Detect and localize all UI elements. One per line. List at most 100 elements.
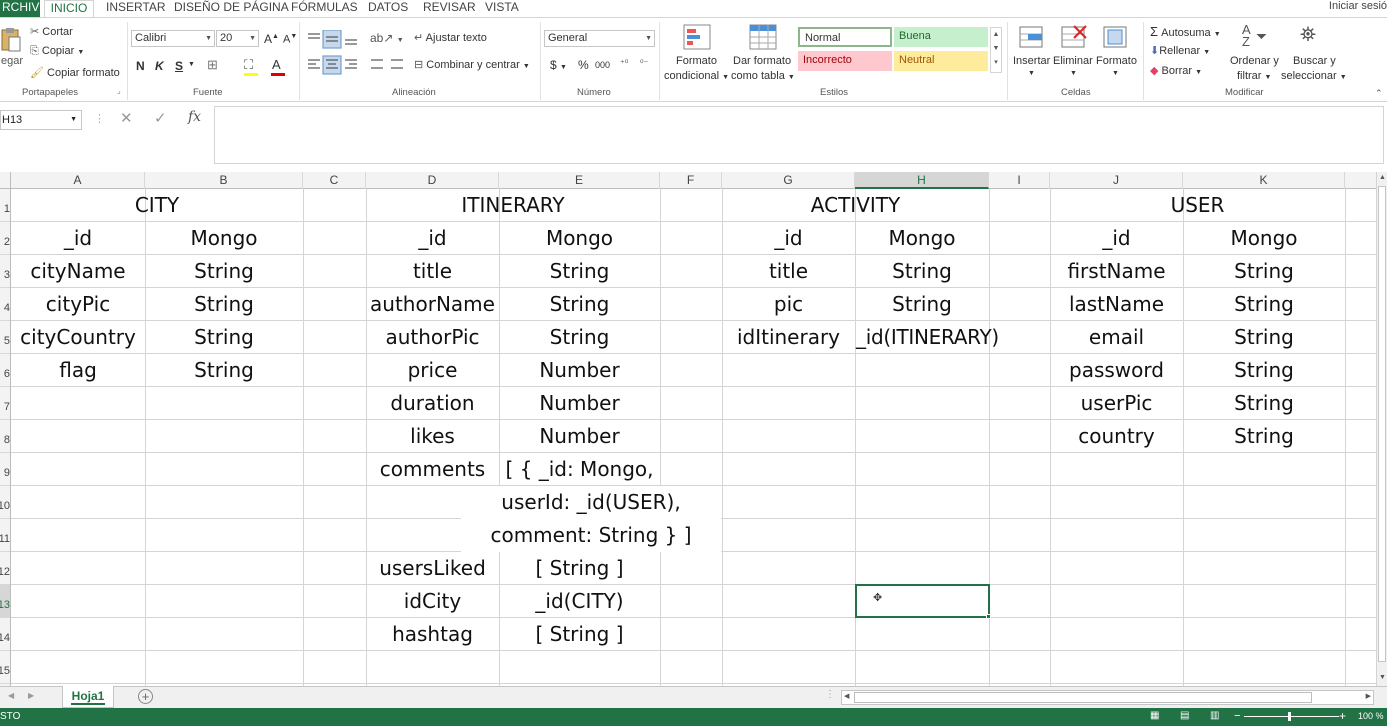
user-field[interactable]: password: [1069, 358, 1164, 382]
number-format-select[interactable]: General▼: [544, 30, 655, 47]
row-header[interactable]: 6: [0, 354, 10, 387]
user-field[interactable]: userPic: [1080, 391, 1153, 415]
style-good[interactable]: Buena: [894, 27, 988, 47]
user-type[interactable]: String: [1234, 424, 1294, 448]
activity-field[interactable]: _id: [774, 226, 803, 250]
column-header-j[interactable]: J: [1050, 172, 1183, 189]
itinerary-type[interactable]: Mongo: [545, 226, 614, 250]
city-type[interactable]: String: [194, 358, 254, 382]
city-field[interactable]: cityName: [30, 259, 126, 283]
row-header[interactable]: 13: [0, 585, 10, 618]
fill-button[interactable]: ⬇Rellenar ▼: [1150, 45, 1211, 57]
itinerary-title[interactable]: ITINERARY: [461, 193, 565, 217]
city-field[interactable]: _id: [63, 226, 93, 250]
tab-insert[interactable]: INSERTAR: [106, 0, 166, 14]
itinerary-type[interactable]: _id(CITY): [535, 589, 624, 613]
cond-format-label-1[interactable]: Formato: [676, 55, 717, 67]
styles-scroll[interactable]: ▲▼▾: [990, 27, 1002, 73]
column-header-i[interactable]: I: [989, 172, 1050, 189]
vertical-scrollbar[interactable]: ▲ ▼: [1376, 172, 1387, 686]
row-header[interactable]: 4: [0, 288, 10, 321]
column-header-f[interactable]: F: [660, 172, 722, 189]
tab-view[interactable]: VISTA: [485, 0, 519, 14]
itinerary-type-continued[interactable]: userId: _id(USER),: [461, 486, 721, 519]
itinerary-field[interactable]: idCity: [403, 589, 462, 613]
itinerary-type[interactable]: String: [549, 259, 610, 283]
prev-sheet-icon[interactable]: ◀: [8, 691, 15, 700]
borders-icon[interactable]: ⊞: [207, 57, 218, 72]
scroll-left-icon[interactable]: ◀: [844, 693, 850, 700]
normal-view-icon[interactable]: ▦: [1150, 710, 1160, 721]
collapse-ribbon-icon[interactable]: ⌃: [1375, 88, 1383, 98]
font-size-select[interactable]: 20▼: [216, 30, 259, 47]
row-header[interactable]: 12: [0, 552, 10, 585]
row-header[interactable]: 9: [0, 453, 10, 486]
style-normal[interactable]: Normal: [798, 27, 892, 47]
city-type[interactable]: String: [194, 292, 254, 316]
activity-type[interactable]: Mongo: [888, 226, 956, 250]
increase-decimal-icon[interactable]: ⁺⁰: [620, 58, 629, 68]
itinerary-type[interactable]: [ { _id: Mongo,: [505, 457, 654, 481]
orientation-icon[interactable]: ab↗ ▼: [370, 31, 404, 45]
zoom-out-icon[interactable]: −: [1234, 710, 1241, 722]
cancel-icon[interactable]: ✕: [120, 110, 133, 127]
sign-in-link[interactable]: Iniciar sesió: [1328, 0, 1387, 12]
tab-page-layout[interactable]: DISEÑO DE PÁGINA: [174, 0, 289, 14]
select-all-corner[interactable]: [0, 172, 11, 189]
grow-font-button[interactable]: A▲: [264, 32, 279, 46]
scroll-down-icon[interactable]: ▼: [1379, 674, 1386, 681]
hscroll-thumb[interactable]: [854, 692, 1312, 703]
itinerary-field[interactable]: authorName: [370, 292, 495, 316]
itinerary-type[interactable]: String: [549, 292, 610, 316]
scroll-thumb[interactable]: [1378, 186, 1386, 662]
zoom-level[interactable]: 100 %: [1358, 711, 1384, 721]
itinerary-type[interactable]: Number: [539, 424, 620, 448]
copy-button[interactable]: ⎘ Copiar ▼: [30, 45, 84, 58]
row-header[interactable]: 15: [0, 651, 10, 684]
find-select-label-1[interactable]: Buscar y: [1293, 55, 1336, 67]
worksheet-grid[interactable]: CITY _id Mongo cityName String cityPic S…: [11, 189, 1376, 686]
itinerary-type[interactable]: String: [549, 325, 610, 349]
find-select-label-2[interactable]: seleccionar ▼: [1281, 70, 1347, 82]
tab-review[interactable]: REVISAR: [423, 0, 476, 14]
tab-home[interactable]: INICIO: [44, 0, 94, 18]
thousands-button[interactable]: 000: [595, 60, 611, 70]
splitter-grip[interactable]: ⋮: [825, 689, 835, 700]
zoom-slider-thumb[interactable]: [1288, 712, 1291, 721]
user-type[interactable]: String: [1234, 292, 1294, 316]
wrap-text-button[interactable]: ↵ Ajustar texto: [414, 31, 487, 44]
row-header[interactable]: 14: [0, 618, 10, 651]
insert-function-button[interactable]: fx: [188, 109, 202, 125]
font-color-icon[interactable]: A: [272, 57, 281, 72]
user-field[interactable]: _id: [1102, 226, 1131, 250]
style-neutral[interactable]: Neutral: [894, 51, 988, 71]
tab-formulas[interactable]: FÓRMULAS: [291, 0, 358, 14]
zoom-slider[interactable]: [1244, 716, 1339, 717]
activity-title[interactable]: ACTIVITY: [810, 193, 901, 217]
format-table-label-1[interactable]: Dar formato: [733, 55, 792, 67]
row-header[interactable]: 10: [0, 486, 10, 519]
city-type[interactable]: Mongo: [190, 226, 258, 250]
font-name-select[interactable]: Calibri▼: [131, 30, 215, 47]
itinerary-field[interactable]: duration: [390, 391, 475, 415]
page-layout-view-icon[interactable]: ▤: [1180, 710, 1190, 721]
bold-button[interactable]: N: [136, 59, 145, 73]
itinerary-field[interactable]: _id: [418, 226, 447, 250]
horizontal-scrollbar[interactable]: ◀ ▶: [841, 690, 1374, 705]
row-header[interactable]: 5: [0, 321, 10, 354]
city-field[interactable]: flag: [59, 358, 97, 382]
delete-cells-button[interactable]: Eliminar: [1053, 55, 1093, 67]
percent-button[interactable]: %: [578, 58, 589, 72]
tab-file[interactable]: RCHIVO: [0, 0, 40, 17]
format-table-label-2[interactable]: como tabla ▼: [731, 70, 795, 82]
row-header[interactable]: 7: [0, 387, 10, 420]
itinerary-field[interactable]: price: [407, 358, 458, 382]
itinerary-type[interactable]: Number: [539, 391, 620, 415]
itinerary-field[interactable]: usersLiked: [379, 556, 486, 580]
next-sheet-icon[interactable]: ▶: [28, 691, 35, 700]
user-type[interactable]: String: [1234, 259, 1294, 283]
style-bad[interactable]: Incorrecto: [798, 51, 892, 71]
insert-cells-button[interactable]: Insertar: [1013, 55, 1051, 67]
city-field[interactable]: cityCountry: [20, 325, 136, 349]
activity-type[interactable]: String: [892, 259, 952, 283]
